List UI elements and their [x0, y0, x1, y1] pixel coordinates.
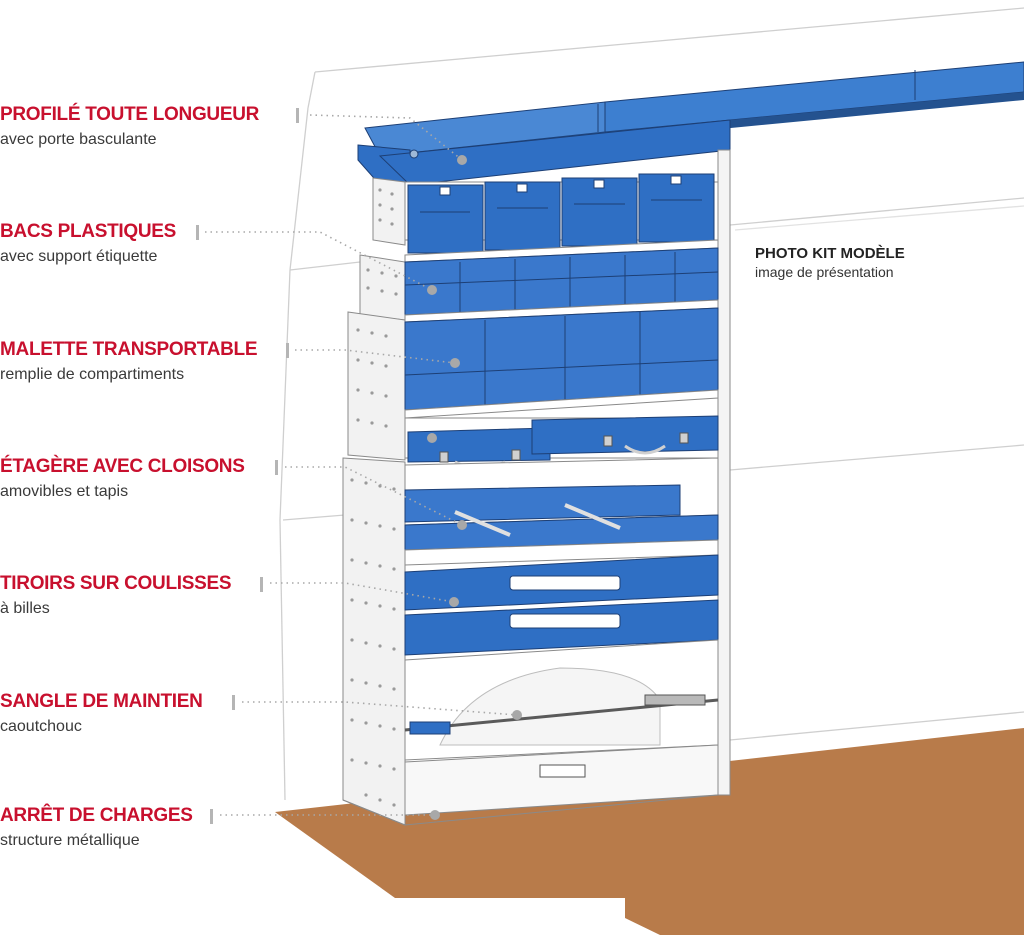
callout-profile-tick: [296, 108, 299, 123]
tier-bins-large: [404, 307, 719, 411]
callout-stop-title: ARRÊT DE CHARGES: [0, 805, 193, 826]
photo-note: PHOTO KIT MODÈLE image de présentation: [755, 244, 905, 281]
leader-dots: [427, 155, 522, 820]
callout-case-tick: [286, 343, 289, 358]
side-panels: [342, 177, 406, 826]
callout-strap-title: SANGLE DE MAINTIEN: [0, 691, 203, 712]
callout-bins: BACS PLASTIQUES avec support étiquette: [0, 221, 300, 267]
tier-bottom-drawer: [342, 744, 719, 826]
callout-shelf: ÉTAGÈRE AVEC CLOISONS amovibles et tapis: [0, 456, 300, 502]
tier-bins-top: [404, 173, 719, 254]
callout-profile-title: PROFILÉ TOUTE LONGUEUR: [0, 104, 260, 125]
callout-bins-title: BACS PLASTIQUES: [0, 221, 177, 242]
callout-profile-subtitle: avec porte basculante: [0, 131, 157, 148]
callout-strap-subtitle: caoutchouc: [0, 718, 82, 735]
callout-profile: PROFILÉ TOUTE LONGUEUR avec porte bascul…: [0, 104, 300, 150]
panel-perforations: [350, 188, 398, 807]
callout-bins-tick: [196, 225, 199, 240]
callout-strap: SANGLE DE MAINTIEN caoutchouc: [0, 691, 300, 737]
callout-stop-subtitle: structure métallique: [0, 832, 140, 849]
callout-shelf-title: ÉTAGÈRE AVEC CLOISONS: [0, 456, 245, 477]
callout-case-title: MALETTE TRANSPORTABLE: [0, 339, 258, 360]
callout-stop-tick: [210, 809, 213, 824]
callout-drawers-title: TIROIRS SUR COULISSES: [0, 573, 232, 594]
callout-stop: ARRÊT DE CHARGES structure métallique: [0, 805, 300, 851]
callout-strap-tick: [232, 695, 235, 710]
van-body: [279, 7, 1024, 801]
callout-bins-subtitle: avec support étiquette: [0, 248, 158, 265]
photo-note-subtitle: image de présentation: [755, 264, 894, 280]
tier-strap-bay: [404, 639, 719, 761]
right-uprights: [717, 149, 731, 796]
callout-drawers-subtitle: à billes: [0, 600, 50, 617]
callout-case-subtitle: remplie de compartiments: [0, 366, 185, 383]
callout-drawers: TIROIRS SUR COULISSES à billes: [0, 573, 300, 619]
shelf-3: [404, 389, 719, 419]
callout-drawers-tick: [260, 577, 263, 592]
tier-divided-shelf: [404, 457, 719, 551]
photo-note-title: PHOTO KIT MODÈLE: [755, 245, 905, 262]
callout-shelf-tick: [275, 460, 278, 475]
van-floor: [275, 728, 1024, 935]
leader-lines: [205, 114, 518, 816]
callout-case: MALETTE TRANSPORTABLE remplie de compart…: [0, 339, 300, 385]
callout-shelf-subtitle: amovibles et tapis: [0, 483, 129, 500]
top-profile-rail: [357, 61, 1024, 186]
tier-drawers: [404, 539, 719, 656]
